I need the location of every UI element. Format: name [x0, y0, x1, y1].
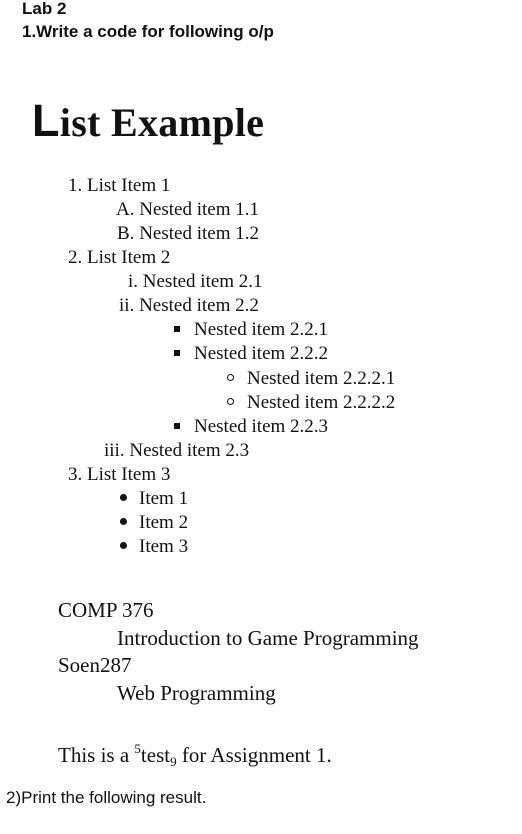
list-item-label: Nested item 1.1 [139, 199, 260, 220]
list-item: B. Nested item 1.2 [117, 222, 259, 246]
list-item-label: Nested item 2.2.2 [194, 343, 329, 364]
list-item-label: Nested item 2.2.3 [194, 416, 329, 437]
list-item: Item 1 [120, 487, 188, 511]
list-item: Nested item 2.2.2 [174, 342, 328, 366]
list-item: i. Nested item 2.1 [128, 270, 263, 294]
heading-rest: ist Example [59, 100, 265, 145]
list-item: iii. Nested item 2.3 [104, 439, 249, 463]
definition-term: Soen287 [58, 653, 132, 677]
list-item-label: Nested item 2.2 [139, 295, 259, 316]
page-heading: List Example [32, 94, 264, 150]
list-marker: 1. [68, 175, 83, 196]
list-item: Item 3 [120, 535, 188, 559]
list-item-label: List Item 1 [87, 175, 171, 196]
lab-title: Lab 2 [22, 0, 67, 18]
definition-description: Web Programming [117, 681, 276, 705]
list-marker: ii. [119, 295, 135, 316]
paragraph-text-before: This is a [58, 743, 135, 767]
list-item-label: Item 1 [139, 488, 189, 509]
task-1-instruction: 1.Write a code for following o/p [22, 22, 274, 41]
list-item: 3. List Item 3 [68, 463, 170, 487]
assignment-paragraph: This is a 5test9 for Assignment 1. [58, 735, 332, 776]
list-item: 1. List Item 1 [68, 174, 170, 198]
list-item: Item 2 [120, 511, 188, 535]
list-item-label: Nested item 2.2.2.1 [247, 368, 396, 389]
list-item-label: Nested item 2.2.1 [194, 319, 329, 340]
list-item: 2. List Item 2 [68, 246, 170, 270]
list-marker: A. [116, 199, 135, 220]
paragraph-word: test [140, 743, 171, 767]
list-item-label: List Item 2 [87, 247, 171, 268]
list-marker: iii. [104, 440, 125, 461]
list-item-label: Nested item 2.1 [142, 271, 263, 292]
list-item-label: List Item 3 [87, 464, 171, 485]
list-item: ii. Nested item 2.2 [119, 294, 259, 318]
subscript: 9 [170, 754, 177, 769]
list-marker: B. [117, 223, 135, 244]
task-2-instruction: 2)Print the following result. [6, 788, 207, 807]
list-item: Nested item 2.2.2.2 [227, 391, 395, 415]
heading-first-letter: L [32, 95, 60, 146]
list-item: Nested item 2.2.3 [174, 415, 328, 439]
paragraph-text-after: for Assignment 1. [176, 743, 332, 767]
list-marker: 2. [68, 247, 83, 268]
list-item: A. Nested item 1.1 [116, 198, 259, 222]
list-item-label: Item 3 [139, 536, 189, 557]
list-item-label: Nested item 2.2.2.2 [247, 392, 396, 413]
superscript: 5 [134, 741, 141, 756]
definition-description: Introduction to Game Programming [117, 626, 419, 650]
list-item: Nested item 2.2.1 [174, 318, 328, 342]
list-item: Nested item 2.2.2.1 [227, 367, 395, 391]
list-marker: 3. [68, 464, 83, 485]
list-marker: i. [128, 271, 139, 292]
definition-term: COMP 376 [58, 598, 154, 622]
list-item-label: Nested item 1.2 [139, 223, 259, 244]
list-item-label: Nested item 2.3 [129, 440, 250, 461]
list-item-label: Item 2 [139, 512, 189, 533]
